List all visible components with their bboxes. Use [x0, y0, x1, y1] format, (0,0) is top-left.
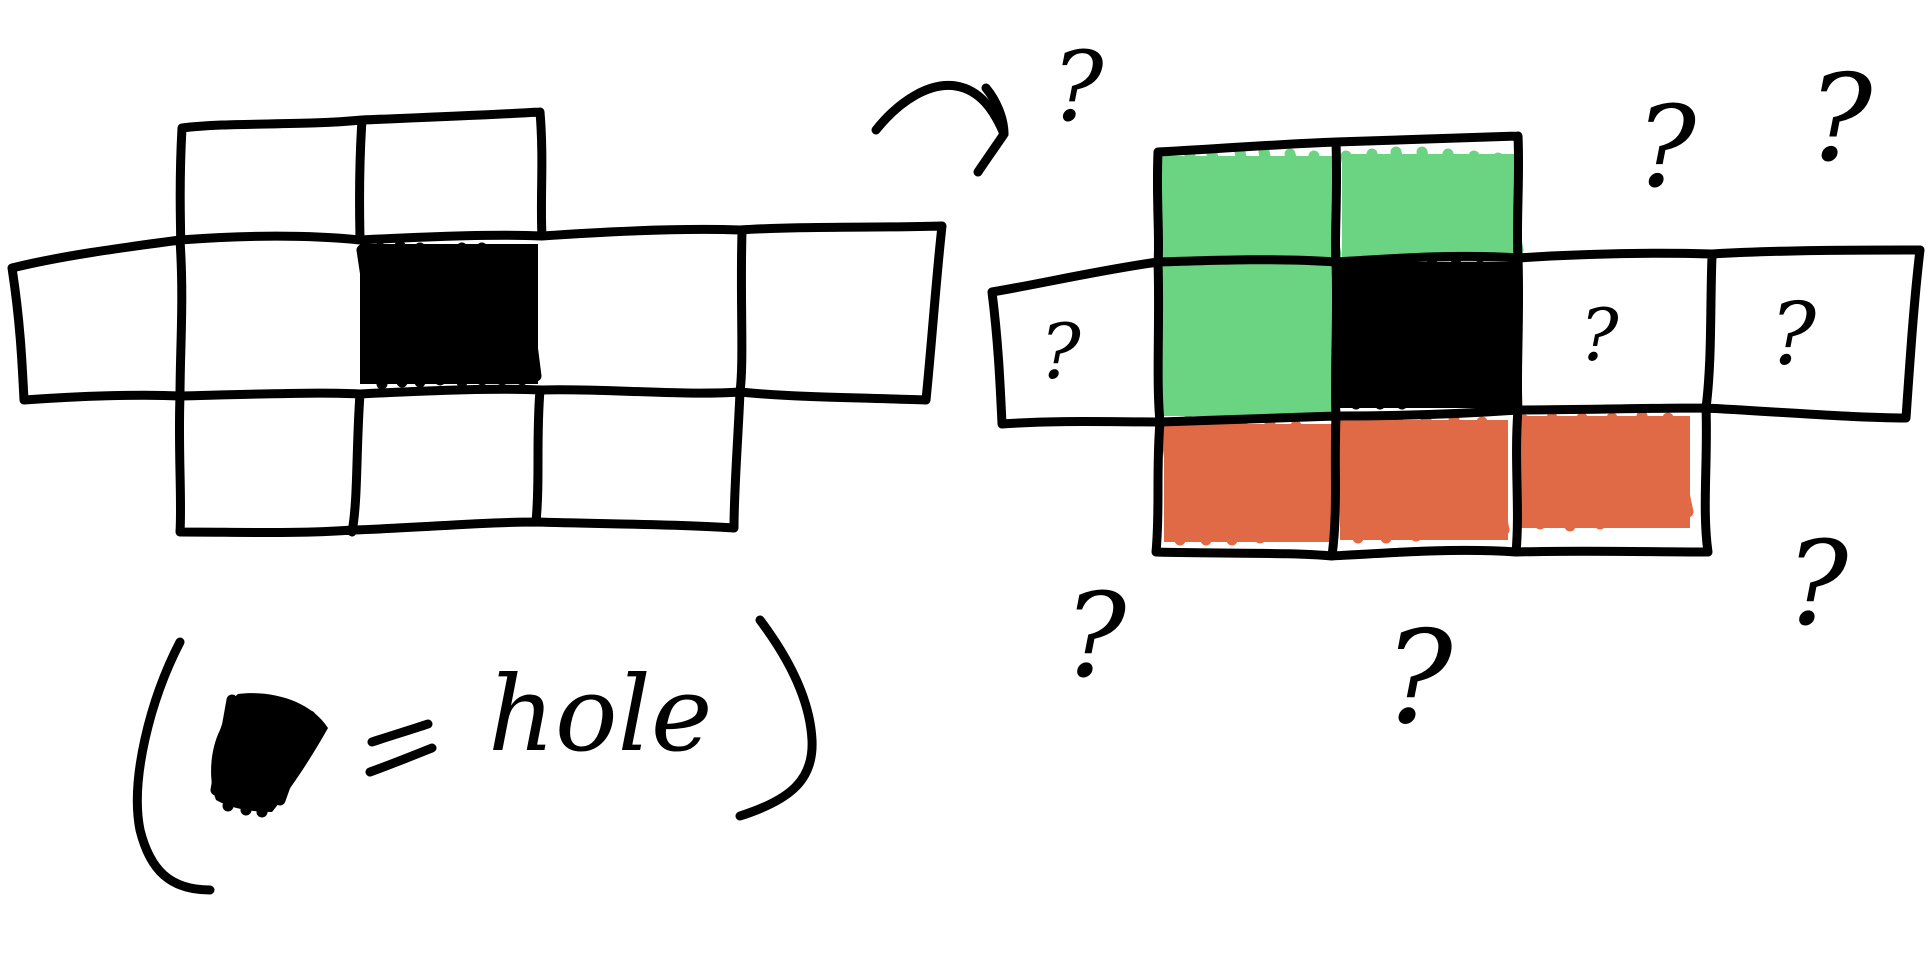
right-grid [987, 131, 1925, 561]
filled-cells [1160, 410, 1694, 546]
unknown-mark: ? [1580, 293, 1619, 377]
unknown-mark: ? [1636, 83, 1697, 213]
left-hole-cell [356, 240, 542, 390]
unknown-mark: ? [1040, 307, 1082, 396]
unknown-mark: ? [1786, 517, 1849, 652]
unknown-mark: ? [1064, 569, 1127, 704]
right-hole-cell [1332, 258, 1520, 410]
legend-hole-label: hole [488, 653, 712, 775]
legend-open-paren [132, 637, 215, 895]
left-grid [7, 107, 947, 537]
legend: hole [132, 615, 817, 895]
left-grid-lines [7, 107, 947, 537]
right-grid-lines [987, 131, 1925, 561]
unknown-mark: ? [1770, 285, 1817, 385]
curved-arrow-icon [871, 80, 1009, 177]
known-cells [1160, 146, 1524, 420]
legend-close-paren [735, 615, 817, 821]
unknown-mark: ? [1384, 604, 1454, 753]
unknown-mark: ? [1052, 31, 1104, 143]
unknown-marks: ? ? ? ? ? ? ? ? ? [1040, 31, 1873, 753]
legend-hole-swatch-icon [210, 693, 328, 818]
legend-equals-sign [365, 719, 437, 777]
filled-cell-bottom-right [1520, 416, 1690, 528]
unknown-mark: ? [1808, 50, 1873, 189]
left-hole-scribble [356, 240, 542, 390]
